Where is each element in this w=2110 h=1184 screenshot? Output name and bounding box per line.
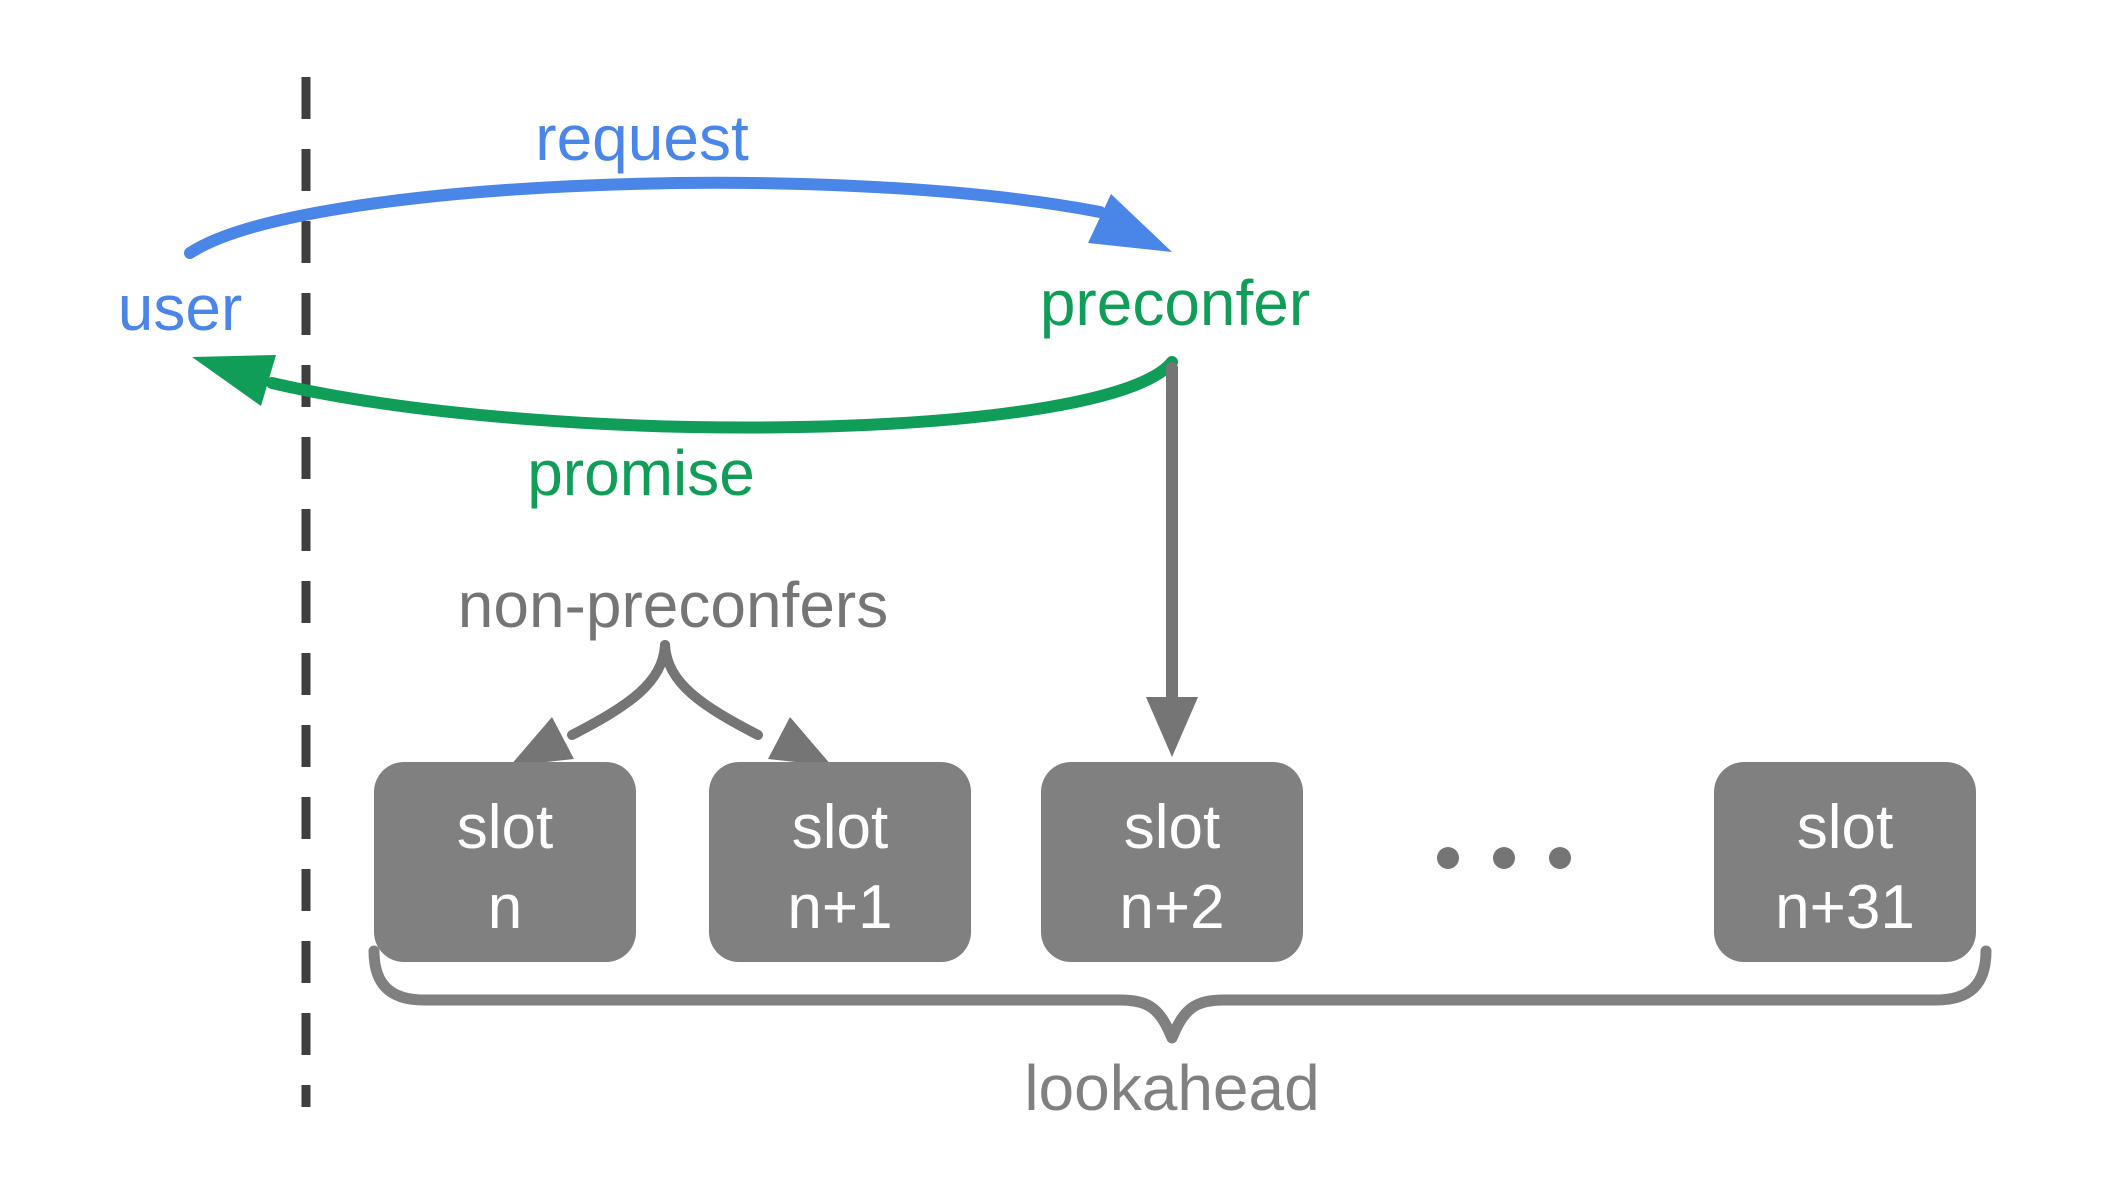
lookahead-label: lookahead xyxy=(1024,1052,1319,1124)
promise-arrowhead-icon xyxy=(192,355,276,406)
slot-n1-line1: slot xyxy=(792,793,888,862)
slot-box-n2: slot n+2 xyxy=(1041,762,1303,962)
request-label: request xyxy=(535,102,749,174)
request-arrow xyxy=(184,176,1106,259)
slot-box-n31: slot n+31 xyxy=(1714,762,1976,962)
slot-n31-line2: n+31 xyxy=(1775,873,1915,942)
non-preconfer-arrowhead-right-icon xyxy=(768,717,832,766)
slot-box-n: slot n xyxy=(374,762,636,962)
preconfer-slot-arrowhead-icon xyxy=(1146,697,1198,757)
slot-n-line2: n xyxy=(488,873,522,942)
slot-n2-line2: n+2 xyxy=(1119,873,1224,942)
slot-box-n1: slot n+1 xyxy=(709,762,971,962)
non-preconfers-label: non-preconfers xyxy=(458,569,888,641)
non-preconfer-arrow-left xyxy=(567,640,670,740)
ellipsis-icon xyxy=(1437,847,1571,869)
slot-n-line1: slot xyxy=(457,793,553,862)
slot-n1-line2: n+1 xyxy=(787,873,892,942)
preconfer-label: preconfer xyxy=(1040,267,1310,339)
slot-n31-line1: slot xyxy=(1797,793,1893,862)
promise-label: promise xyxy=(527,437,755,509)
promise-arrow xyxy=(266,356,1178,434)
user-label: user xyxy=(118,272,243,344)
slot-n2-line1: slot xyxy=(1124,793,1220,862)
lookahead-brace xyxy=(368,945,1992,1044)
request-arrowhead-icon xyxy=(1088,194,1172,252)
non-preconfer-arrowhead-left-icon xyxy=(510,717,574,766)
non-preconfer-arrow-right xyxy=(660,640,763,740)
